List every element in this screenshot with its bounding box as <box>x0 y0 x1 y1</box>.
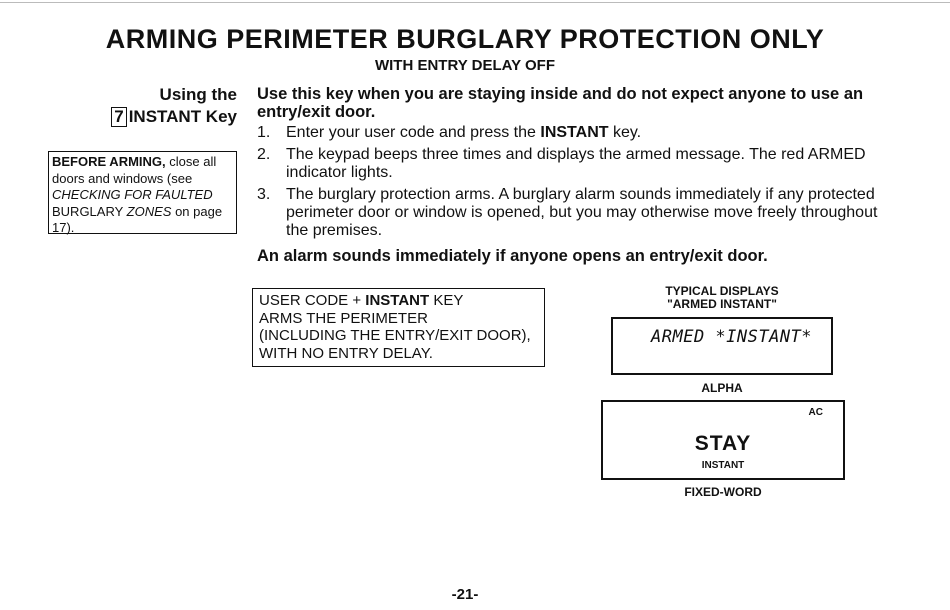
typical-displays-heading: TYPICAL DISPLAYS "ARMED INSTANT" <box>610 285 834 311</box>
page-top-rule <box>0 2 950 3</box>
before-arming-note: BEFORE ARMING, close all doors and windo… <box>48 151 237 236</box>
typical-heading-line1: TYPICAL DISPLAYS <box>665 284 779 298</box>
alarm-warning: An alarm sounds immediately if anyone op… <box>257 247 768 265</box>
note-text-3: on page 17). <box>52 203 223 236</box>
steps-list: 1. Enter your user code and press the IN… <box>257 124 887 244</box>
note-ref-2: ZONES <box>126 203 172 219</box>
alpha-display-text: ARMED *INSTANT* <box>651 327 813 347</box>
note-text-2: BURGLARY <box>52 203 127 219</box>
step-text-key: INSTANT <box>540 124 609 141</box>
step-item: 1. Enter your user code and press the IN… <box>257 124 887 142</box>
fixed-word-display: AC STAY INSTANT <box>601 400 845 480</box>
step-number: 1. <box>257 124 271 141</box>
note-text-1: close all doors and windows (see <box>52 154 217 186</box>
command-line-3: (INCLUDING THE ENTRY/EXIT DOOR), <box>259 327 531 344</box>
instant-indicator: INSTANT <box>701 460 745 471</box>
page-subtitle: WITH ENTRY DELAY OFF <box>374 57 555 74</box>
step-text: The burglary protection arms. A burglary… <box>286 186 878 239</box>
command-line-4: WITH NO ENTRY DELAY. <box>259 344 433 362</box>
step-number: 2. <box>257 146 271 163</box>
step-text-post: key. <box>608 124 642 141</box>
step-text: The keypad beeps three times and display… <box>286 146 866 181</box>
step-text: Enter your user code and press the INSTA… <box>286 124 887 142</box>
step-number: 3. <box>257 186 271 203</box>
key-heading-line1: Using the <box>159 85 237 104</box>
ac-indicator: AC <box>808 407 823 418</box>
step-item: 2. The keypad beeps three times and disp… <box>257 146 887 182</box>
note-ref-1: CHECKING FOR FAULTED <box>52 187 213 202</box>
note-lead: BEFORE ARMING, <box>52 154 166 169</box>
key-number-box: 7 <box>111 107 127 127</box>
command-summary-box: USER CODE + INSTANT KEY ARMS THE PERIMET… <box>252 288 545 367</box>
command-line-1: USER CODE + INSTANT KEY <box>259 292 538 310</box>
page-title: ARMING PERIMETER BURGLARY PROTECTION ONL… <box>105 24 825 54</box>
command-line-2: ARMS THE PERIMETER <box>259 309 428 327</box>
page-number: -21- <box>451 586 479 603</box>
command-prefix: USER CODE + <box>259 292 366 309</box>
stay-indicator: STAY <box>694 432 752 455</box>
command-suffix: KEY <box>429 292 464 309</box>
step-item: 3. The burglary protection arms. A burgl… <box>257 186 887 240</box>
fixed-word-caption: FIXED-WORD <box>684 485 762 499</box>
step-text-pre: Enter your user code and press the <box>286 124 541 141</box>
intro-text: Use this key when you are staying inside… <box>257 85 864 121</box>
command-key: INSTANT <box>365 292 430 309</box>
alpha-caption: ALPHA <box>701 381 743 395</box>
typical-heading-line2: "ARMED INSTANT" <box>667 297 777 311</box>
key-label: INSTANT Key <box>128 107 237 126</box>
alpha-display: ARMED *INSTANT* <box>611 317 833 375</box>
